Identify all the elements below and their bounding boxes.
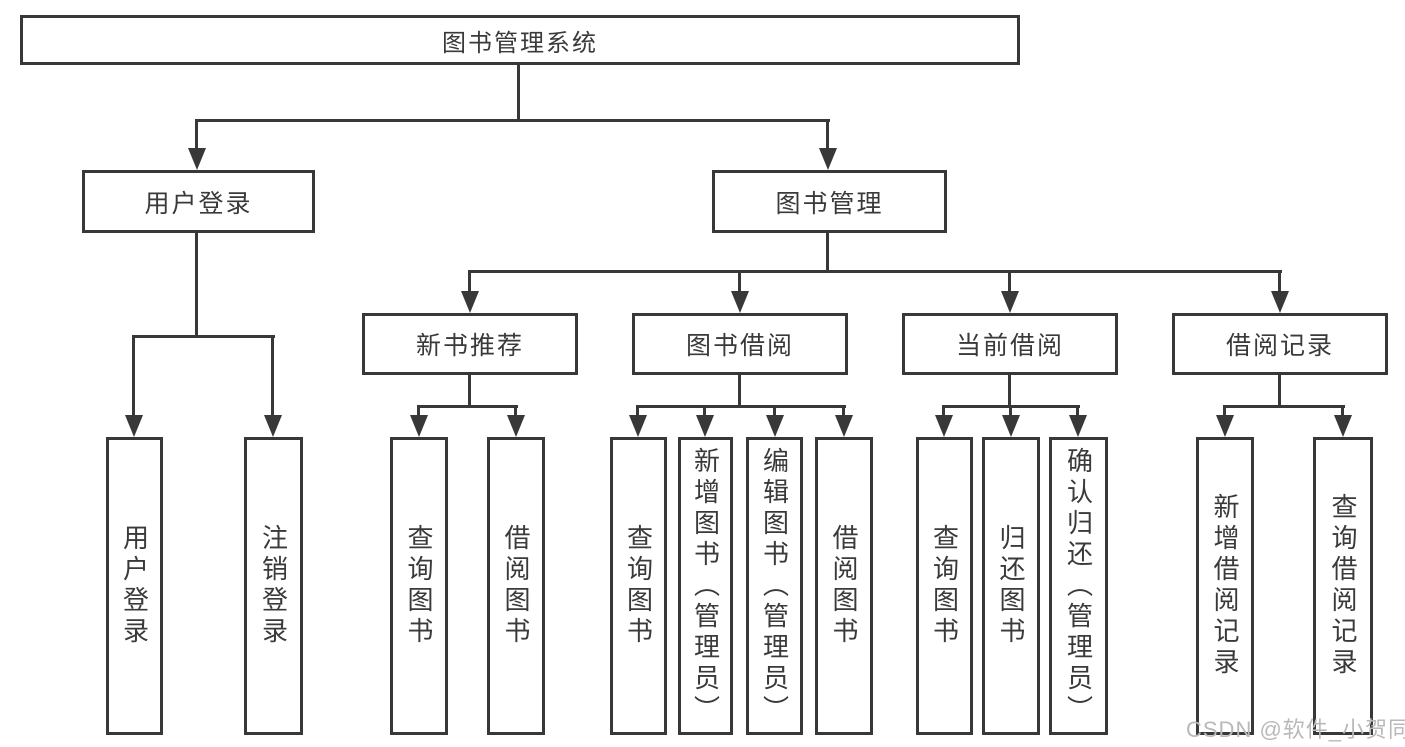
connector-line bbox=[842, 405, 845, 417]
connector-line bbox=[826, 233, 829, 272]
connector-line bbox=[1008, 270, 1011, 293]
node-new-book-recommend: 新书推荐 bbox=[362, 313, 578, 375]
leaf-borrow-book-recommend: 借阅图书 bbox=[487, 437, 545, 735]
node-root-label: 图书管理系统 bbox=[442, 29, 598, 57]
arrow-down-icon bbox=[835, 415, 853, 437]
leaf-query-book-borrow-label: 查询图书 bbox=[623, 524, 654, 648]
leaf-logout-label: 注销登录 bbox=[258, 524, 289, 648]
connector-line bbox=[417, 405, 420, 417]
arrow-down-icon bbox=[819, 148, 837, 170]
leaf-add-borrow-record: 新增借阅记录 bbox=[1196, 437, 1254, 735]
arrow-down-icon bbox=[410, 415, 428, 437]
connector-line bbox=[703, 405, 706, 417]
leaf-user-login-label: 用户登录 bbox=[119, 524, 150, 648]
leaf-query-book-recommend-label: 查询图书 bbox=[404, 524, 434, 648]
connector-line bbox=[196, 119, 830, 122]
connector-line bbox=[773, 405, 776, 417]
node-book-borrow-label: 图书借阅 bbox=[685, 332, 794, 360]
node-borrow-record: 借阅记录 bbox=[1172, 313, 1388, 375]
arrow-down-icon bbox=[264, 415, 282, 437]
connector-line bbox=[469, 270, 1282, 273]
arrow-down-icon bbox=[125, 415, 143, 437]
leaf-query-borrow-record-label: 查询借阅记录 bbox=[1328, 493, 1358, 679]
connector-line bbox=[468, 375, 471, 407]
node-user-login: 用户登录 bbox=[82, 170, 315, 233]
leaf-query-book-current-label: 查询图书 bbox=[929, 524, 960, 648]
connector-line bbox=[826, 119, 829, 150]
leaf-query-book-recommend: 查询图书 bbox=[390, 437, 448, 735]
leaf-query-book-borrow: 查询图书 bbox=[610, 437, 667, 735]
connector-line bbox=[1278, 270, 1281, 293]
leaf-borrow-book: 借阅图书 bbox=[815, 437, 873, 735]
arrow-down-icon bbox=[696, 415, 714, 437]
leaf-borrow-book-label: 借阅图书 bbox=[829, 524, 859, 648]
connector-line bbox=[738, 375, 741, 407]
connector-line bbox=[514, 405, 517, 417]
connector-line bbox=[517, 65, 520, 121]
leaf-add-book-admin-label: 新增图书（管理员） bbox=[690, 446, 721, 726]
node-new-book-recommend-label: 新书推荐 bbox=[415, 332, 524, 360]
leaf-borrow-book-recommend-label: 借阅图书 bbox=[501, 524, 531, 648]
connector-line bbox=[1223, 405, 1226, 417]
connector-line bbox=[195, 233, 198, 337]
node-book-management-label: 图书管理 bbox=[775, 189, 884, 218]
leaf-confirm-return-admin-label: 确认归还（管理员） bbox=[1063, 446, 1094, 726]
connector-line bbox=[738, 270, 741, 293]
arrow-down-icon bbox=[935, 415, 953, 437]
arrow-down-icon bbox=[1334, 415, 1352, 437]
leaf-return-book: 归还图书 bbox=[982, 437, 1040, 735]
arrow-down-icon bbox=[1271, 291, 1289, 313]
node-current-borrow-label: 当前借阅 bbox=[955, 332, 1064, 360]
connector-line bbox=[637, 405, 846, 408]
arrow-down-icon bbox=[1002, 415, 1020, 437]
connector-line bbox=[195, 119, 198, 150]
leaf-logout: 注销登录 bbox=[244, 437, 303, 735]
connector-line bbox=[1008, 375, 1011, 407]
arrow-down-icon bbox=[731, 291, 749, 313]
connector-line bbox=[133, 335, 275, 338]
node-current-borrow: 当前借阅 bbox=[902, 313, 1118, 375]
connector-line bbox=[418, 405, 518, 408]
connector-line bbox=[1009, 405, 1012, 417]
node-borrow-record-label: 借阅记录 bbox=[1225, 332, 1334, 360]
connector-line bbox=[1278, 375, 1281, 407]
leaf-edit-book-admin: 编辑图书（管理员） bbox=[746, 437, 803, 735]
arrow-down-icon bbox=[461, 291, 479, 313]
connector-line bbox=[636, 405, 639, 417]
connector-line bbox=[1076, 405, 1079, 417]
node-book-borrow: 图书借阅 bbox=[632, 313, 848, 375]
leaf-user-login: 用户登录 bbox=[106, 437, 163, 735]
leaf-return-book-label: 归还图书 bbox=[996, 524, 1026, 648]
connector-line bbox=[1224, 405, 1345, 408]
node-user-login-label: 用户登录 bbox=[144, 189, 253, 218]
connector-line bbox=[132, 335, 135, 417]
connector-line bbox=[1341, 405, 1344, 417]
arrow-down-icon bbox=[507, 415, 525, 437]
leaf-query-book-current: 查询图书 bbox=[916, 437, 973, 735]
arrow-down-icon bbox=[188, 148, 206, 170]
connector-line bbox=[942, 405, 945, 417]
leaf-add-borrow-record-label: 新增借阅记录 bbox=[1210, 493, 1240, 679]
leaf-query-borrow-record: 查询借阅记录 bbox=[1313, 437, 1373, 735]
arrow-down-icon bbox=[1216, 415, 1234, 437]
arrow-down-icon bbox=[1069, 415, 1087, 437]
arrow-down-icon bbox=[1001, 291, 1019, 313]
node-book-management: 图书管理 bbox=[712, 170, 947, 233]
connector-line bbox=[468, 270, 471, 293]
node-root: 图书管理系统 bbox=[20, 15, 1020, 65]
leaf-confirm-return-admin: 确认归还（管理员） bbox=[1049, 437, 1108, 735]
connector-line bbox=[271, 335, 274, 417]
leaf-add-book-admin: 新增图书（管理员） bbox=[678, 437, 733, 735]
arrow-down-icon bbox=[766, 415, 784, 437]
csdn-watermark: CSDN @软件_小贺同学 bbox=[1186, 717, 1405, 742]
leaf-edit-book-admin-label: 编辑图书（管理员） bbox=[759, 446, 790, 726]
arrow-down-icon bbox=[629, 415, 647, 437]
